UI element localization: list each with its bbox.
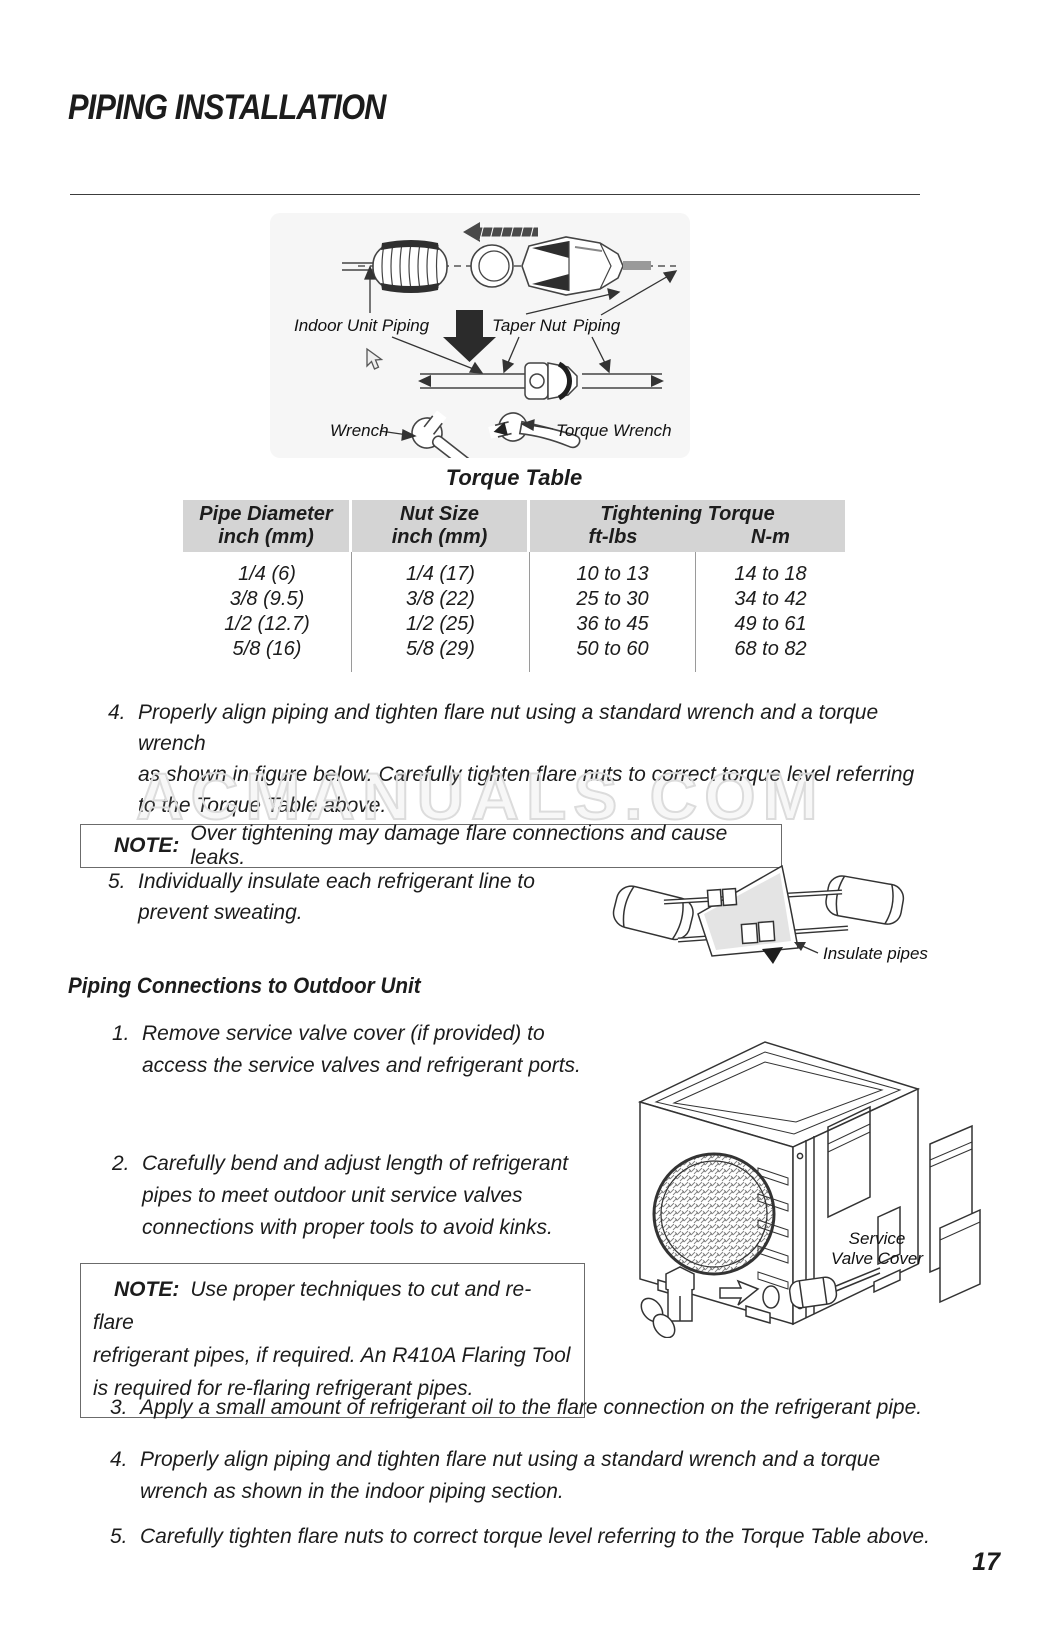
step-number: 1. — [112, 1022, 130, 1045]
section-heading-outdoor: Piping Connections to Outdoor Unit — [68, 973, 421, 998]
step-outdoor-4: 4. Properly align piping and tighten fla… — [110, 1444, 990, 1508]
label-insulate-pipes: Insulate pipes — [823, 944, 928, 963]
insulate-pipes-illustration — [612, 864, 905, 964]
table-cell: 3/8 (9.5) — [229, 588, 305, 610]
table-cell: 3/8 (22) — [406, 588, 475, 610]
insulate-pipes-figure: Insulate pipes — [612, 852, 928, 985]
outdoor-unit-illustration — [637, 1041, 981, 1338]
col-ft-lbs: 10 to 13 25 to 30 36 to 45 50 to 60 — [530, 552, 696, 672]
indoor-piping-figure: Indoor Unit Piping Taper Nut Piping Wren… — [270, 213, 690, 458]
table-cell: 68 to 82 — [734, 638, 807, 660]
label-torque-wrench: Torque Wrench — [556, 421, 672, 440]
col-pipe-diameter: 1/4 (6) 3/8 (9.5) 1/2 (12.7) 5/8 (16) — [183, 552, 352, 672]
step-text: Properly align piping and tighten flare … — [140, 1448, 881, 1503]
step-outdoor-2: 2. Carefully bend and adjust length of r… — [112, 1148, 612, 1244]
table-cell: 50 to 60 — [576, 638, 649, 660]
assembled-pipe — [418, 361, 664, 401]
flare-nuts — [706, 887, 776, 945]
table-cell: 5/8 (16) — [232, 638, 302, 660]
col-nut-size: 1/4 (17) 3/8 (22) 1/2 (25) 5/8 (29) — [352, 552, 530, 672]
step-number: 5. — [108, 870, 126, 893]
table-cell: 10 to 13 — [576, 563, 649, 585]
step-number: 2. — [112, 1152, 130, 1175]
torque-wrench-icon — [488, 412, 581, 449]
pipe-stub — [623, 261, 651, 270]
step-number: 5. — [110, 1525, 128, 1548]
flare-ring — [470, 244, 514, 288]
table-cell: 1/4 (6) — [238, 563, 296, 585]
table-cell: 1/2 (25) — [406, 613, 475, 635]
step-text: Carefully bend and adjust length of refr… — [142, 1152, 569, 1239]
wrench-icon — [411, 410, 480, 458]
table-cell: 1/4 (17) — [406, 563, 475, 585]
wrench-label-connectors — [379, 419, 554, 441]
table-cell: 49 to 61 — [734, 613, 807, 635]
header-n-m: N-m — [751, 526, 790, 548]
table-cell: 14 to 18 — [734, 563, 807, 585]
right-insulation-tube — [825, 875, 905, 925]
push-left-arrow-icon — [463, 222, 538, 242]
down-arrow-icon — [443, 310, 496, 362]
label-piping: Piping — [573, 316, 621, 335]
note-label: NOTE: — [114, 1278, 180, 1301]
note-label: NOTE: — [114, 834, 180, 857]
label-connectors — [364, 265, 678, 374]
note-text: Over tightening may damage flare connect… — [190, 822, 728, 869]
page-number: 17 — [972, 1548, 1000, 1576]
page-title: PIPING INSTALLATION — [68, 88, 386, 127]
table-cell: 25 to 30 — [576, 588, 649, 610]
table-cell: 1/2 (12.7) — [224, 613, 310, 635]
threaded-pipe — [342, 240, 448, 293]
table-cell: 36 to 45 — [576, 613, 649, 635]
torque-table: Torque Table Pipe Diameter inch (mm) Nut… — [183, 465, 845, 672]
torque-table-title: Torque Table — [445, 465, 583, 490]
label-taper-nut: Taper Nut — [492, 316, 567, 335]
header-tightening-torque: Tightening Torque ft-lbs N-m — [530, 500, 845, 552]
title-divider — [70, 194, 920, 195]
step-indoor-5: 5. Individually insulate each refrigeran… — [108, 866, 588, 928]
open-arrow-icon — [719, 1279, 760, 1306]
label-service-valve-cover: Service Valve Cover — [831, 1229, 923, 1268]
cursor-icon — [366, 347, 384, 370]
note-box-overtightening: NOTE: Over tightening may damage flare c… — [80, 822, 782, 869]
step-outdoor-5: 5. Carefully tighten flare nuts to corre… — [110, 1521, 990, 1553]
indoor-piping-illustration — [342, 222, 678, 458]
header-nut-size: Nut Size inch (mm) — [352, 500, 530, 552]
label-indoor-unit-piping: Indoor Unit Piping — [294, 316, 430, 335]
step-text: Remove service valve cover (if provided)… — [142, 1022, 581, 1077]
taper-nut-shape — [521, 236, 651, 296]
step-outdoor-3: 3. Apply a small amount of refrigerant o… — [110, 1392, 990, 1424]
condenser-unit — [637, 1041, 921, 1326]
step-outdoor-1: 1. Remove service valve cover (if provid… — [112, 1018, 612, 1082]
step-number: 4. — [110, 1448, 128, 1471]
header-pipe-diameter: Pipe Diameter inch (mm) — [183, 500, 352, 552]
step-text: Carefully tighten flare nuts to correct … — [140, 1525, 930, 1548]
step-number: 4. — [108, 701, 126, 724]
torque-table-body: 1/4 (6) 3/8 (9.5) 1/2 (12.7) 5/8 (16) 1/… — [183, 552, 845, 672]
note-box-flaring-tool: NOTE:Use proper techniques to cut and re… — [80, 1263, 585, 1418]
torque-table-header: Pipe Diameter inch (mm) Nut Size inch (m… — [183, 500, 845, 552]
left-insulation-tube — [612, 885, 694, 941]
col-n-m: 14 to 18 34 to 42 49 to 61 68 to 82 — [696, 552, 845, 672]
note-text: Use proper techniques to cut and re-flar… — [93, 1278, 571, 1400]
table-cell: 5/8 (29) — [406, 638, 475, 660]
label-wrench: Wrench — [330, 421, 389, 440]
table-cell: 34 to 42 — [734, 588, 807, 610]
step-number: 3. — [110, 1396, 128, 1419]
label-arrowhead — [794, 942, 806, 951]
outdoor-unit-figure: Service Valve Cover — [628, 992, 988, 1338]
header-ft-lbs: ft-lbs — [588, 526, 638, 548]
step-text: Apply a small amount of refrigerant oil … — [140, 1396, 923, 1419]
step-text: Properly align piping and tighten flare … — [138, 701, 915, 817]
step-text: Individually insulate each refrigerant l… — [138, 870, 535, 924]
step-indoor-4: 4. Properly align piping and tighten fla… — [108, 697, 928, 821]
service-valves — [640, 1266, 881, 1338]
service-valve-cover-panel — [929, 1124, 981, 1304]
